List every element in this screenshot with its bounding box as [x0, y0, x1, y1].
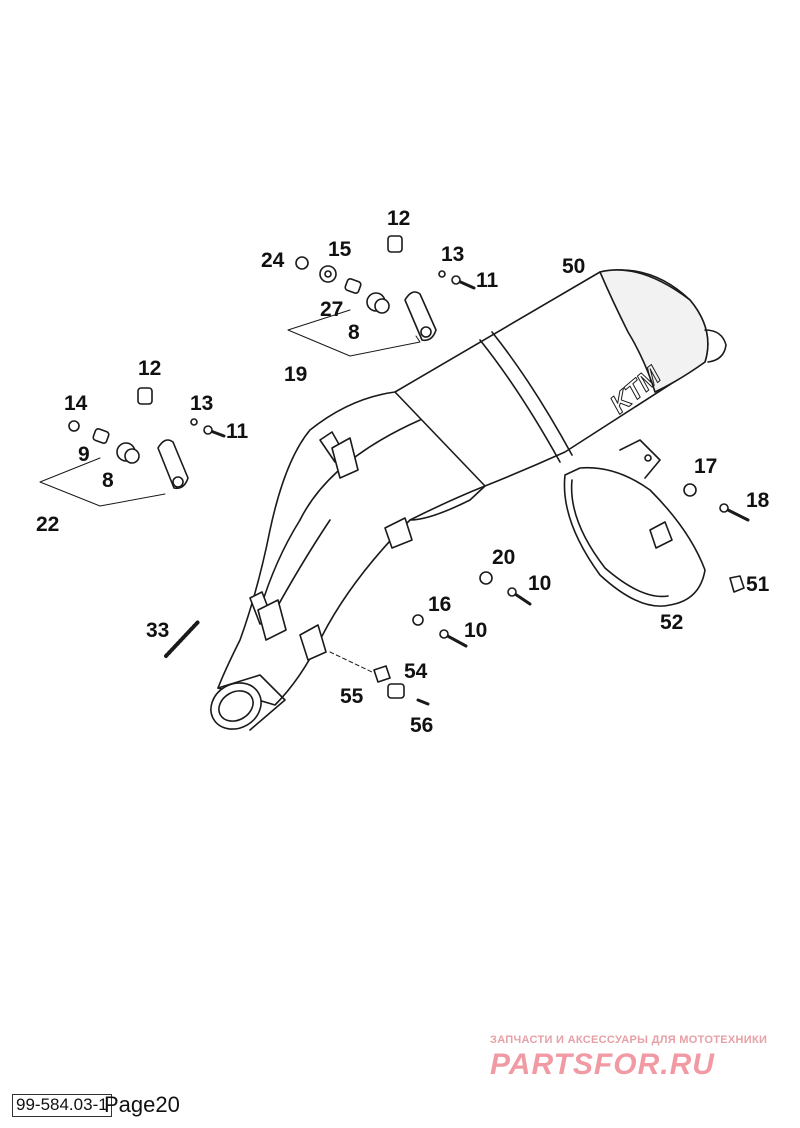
label-part-22: 22 [36, 513, 60, 536]
document-code: 99-584.03-1 [12, 1094, 112, 1117]
hardware-upper [287, 235, 476, 357]
label-part-8: 8 [102, 469, 114, 492]
label-part-56: 56 [410, 714, 434, 737]
label-part-17: 17 [694, 455, 718, 478]
label-part-54: 54 [404, 660, 428, 683]
label-part-12: 12 [387, 207, 411, 230]
clamp-ring [563, 439, 706, 607]
label-part-10: 10 [528, 572, 552, 595]
label-part-16: 16 [428, 593, 452, 616]
label-part-11: 11 [476, 269, 499, 292]
label-part-52: 52 [660, 611, 684, 634]
label-part-8: 8 [348, 321, 360, 344]
watermark-logo: PARTSFOR.RU [490, 1048, 715, 1081]
label-part-11: 11 [226, 420, 249, 443]
label-part-10: 10 [464, 619, 488, 642]
label-part-55: 55 [340, 685, 364, 708]
label-part-12: 12 [138, 357, 162, 380]
label-part-24: 24 [261, 249, 285, 272]
label-part-14: 14 [64, 392, 88, 415]
hardware-lower [164, 483, 750, 706]
page-number: Page20 [104, 1092, 180, 1117]
label-part-33: 33 [146, 619, 170, 642]
label-part-13: 13 [190, 392, 214, 415]
hardware-left [39, 387, 226, 507]
label-part-50: 50 [562, 255, 586, 278]
label-part-19: 19 [284, 363, 308, 386]
watermark-tagline: ЗАПЧАСТИ И АКСЕССУАРЫ ДЛЯ МОТОТЕХНИКИ [490, 1034, 768, 1046]
label-part-51: 51 [746, 573, 770, 596]
label-part-13: 13 [441, 243, 465, 266]
label-part-20: 20 [492, 546, 516, 569]
header-pipe [210, 391, 486, 731]
label-part-9: 9 [78, 443, 90, 466]
label-part-15: 15 [328, 238, 352, 261]
label-part-27: 27 [320, 298, 344, 321]
label-part-18: 18 [746, 489, 770, 512]
